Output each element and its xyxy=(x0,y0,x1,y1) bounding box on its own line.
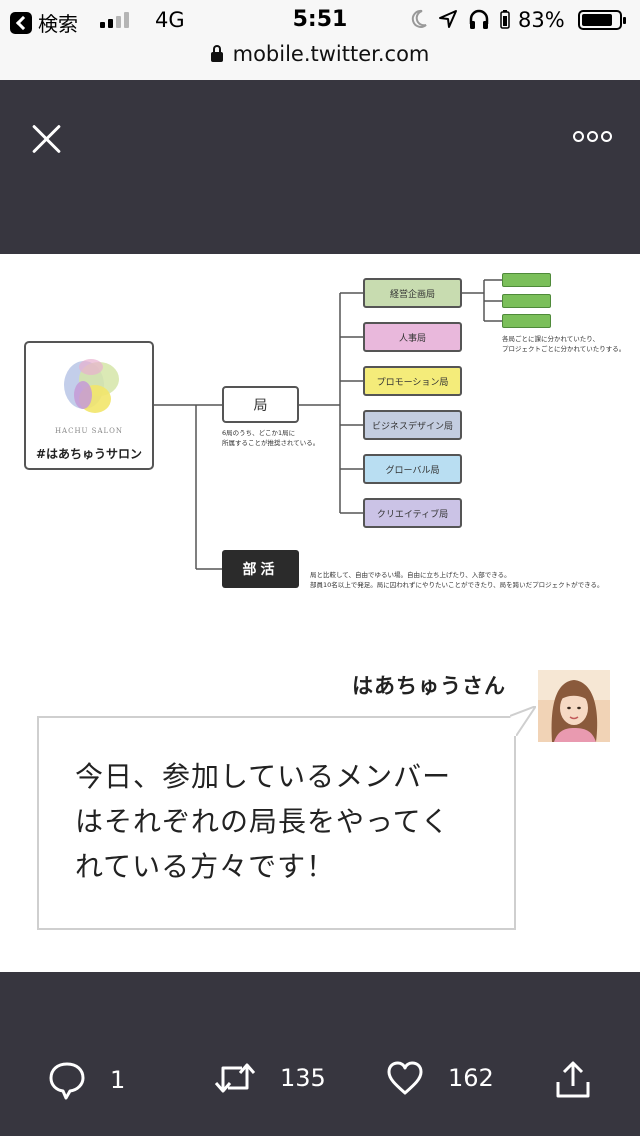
close-icon[interactable] xyxy=(30,122,64,156)
speech-line: 今日、参加しているメンバー xyxy=(75,760,452,793)
cellular-signal-icon xyxy=(100,12,129,28)
url-text: mobile.twitter.com xyxy=(232,42,430,66)
battery-icon xyxy=(578,10,626,30)
salon-box: HACHU SALON #はあちゅうサロン xyxy=(24,341,154,470)
sub-unit-box xyxy=(502,273,551,287)
sub-note-1: 各局ごとに課に分かれていたり、 xyxy=(502,335,600,343)
heart-icon xyxy=(387,1061,423,1095)
kyoku-box: 局 xyxy=(222,386,299,423)
speaker-name: はあちゅうさん xyxy=(352,674,506,698)
url-bar[interactable]: mobile.twitter.com xyxy=(0,40,640,80)
sub-note-2: プロジェクトごとに分かれていたりする。 xyxy=(502,345,626,353)
dept-creative: クリエイティブ局 xyxy=(363,498,462,528)
like-button[interactable]: 162 xyxy=(386,1060,494,1096)
back-app-label: 検索 xyxy=(38,12,78,36)
speech-bubble-tail xyxy=(510,706,536,736)
sub-unit-box xyxy=(502,294,551,308)
avatar xyxy=(538,670,610,742)
back-to-app-button[interactable]: 検索 xyxy=(10,8,78,37)
org-chart-lines xyxy=(154,279,502,570)
speech-line: れている方々です！ xyxy=(75,850,336,883)
clock: 5:51 xyxy=(292,7,348,32)
reply-button[interactable]: 1 xyxy=(48,1060,125,1100)
salon-brand-text: HACHU SALON xyxy=(54,427,124,435)
bukatsu-note-1: 局と比較して、自由でゆるい場。自由に立ち上げたり、入部できる。 xyxy=(310,571,511,579)
dept-keiei-kikaku: 経営企画局 xyxy=(363,278,462,308)
status-icons xyxy=(410,8,510,30)
bukatsu-note-2: 部員10名以上で発足。局に囚われずにやりたいことができたり、局を跨いだプロジェク… xyxy=(310,581,604,589)
network-type: 4G xyxy=(155,8,185,32)
lock-icon xyxy=(210,45,223,62)
battery-percentage: 83% xyxy=(518,8,565,32)
dept-jinji: 人事局 xyxy=(363,322,462,352)
salon-logo xyxy=(64,359,119,413)
speech-text: 今日、参加しているメンバー はそれぞれの局長をやってく れている方々です！ xyxy=(75,754,495,889)
media-image: HACHU SALON #はあちゅうサロン 局 6局のうち、どこか1局に 所属す… xyxy=(0,254,640,972)
tweet-actions: 1 135 162 xyxy=(0,1060,640,1120)
avatar-portrait xyxy=(538,670,610,742)
retweet-icon xyxy=(214,1063,256,1093)
like-count: 162 xyxy=(448,1064,494,1092)
salon-name: #はあちゅうサロン xyxy=(35,447,143,461)
kyoku-note-2: 所属することが推奨されている。 xyxy=(222,439,320,447)
dept-business-design: ビジネスデザイン局 xyxy=(363,410,462,440)
battery-fill xyxy=(582,14,612,26)
bukatsu-box: 部活 xyxy=(222,550,299,588)
share-icon xyxy=(556,1061,590,1098)
reply-icon xyxy=(49,1062,85,1100)
location-arrow-icon xyxy=(439,10,457,28)
share-button[interactable] xyxy=(554,1060,592,1100)
reply-count: 1 xyxy=(110,1066,126,1094)
speech-bubble: 今日、参加しているメンバー はそれぞれの局長をやってく れている方々です！ xyxy=(37,716,516,930)
more-options-icon[interactable] xyxy=(573,131,612,142)
back-arrow-icon xyxy=(10,11,32,34)
speech-line: はそれぞれの局長をやってく xyxy=(75,805,450,838)
battery-tall-icon xyxy=(500,10,510,29)
dept-promotion: プロモーション局 xyxy=(363,366,462,396)
retweet-count: 135 xyxy=(280,1064,326,1092)
sub-unit-box xyxy=(502,314,551,328)
moon-icon xyxy=(411,9,427,28)
headphones-icon xyxy=(469,9,489,29)
kyoku-note-1: 6局のうち、どこか1局に xyxy=(222,429,296,437)
dept-global: グローバル局 xyxy=(363,454,462,484)
status-bar: 検索 4G 5:51 83% xyxy=(0,0,640,40)
retweet-button[interactable]: 135 xyxy=(214,1060,326,1096)
